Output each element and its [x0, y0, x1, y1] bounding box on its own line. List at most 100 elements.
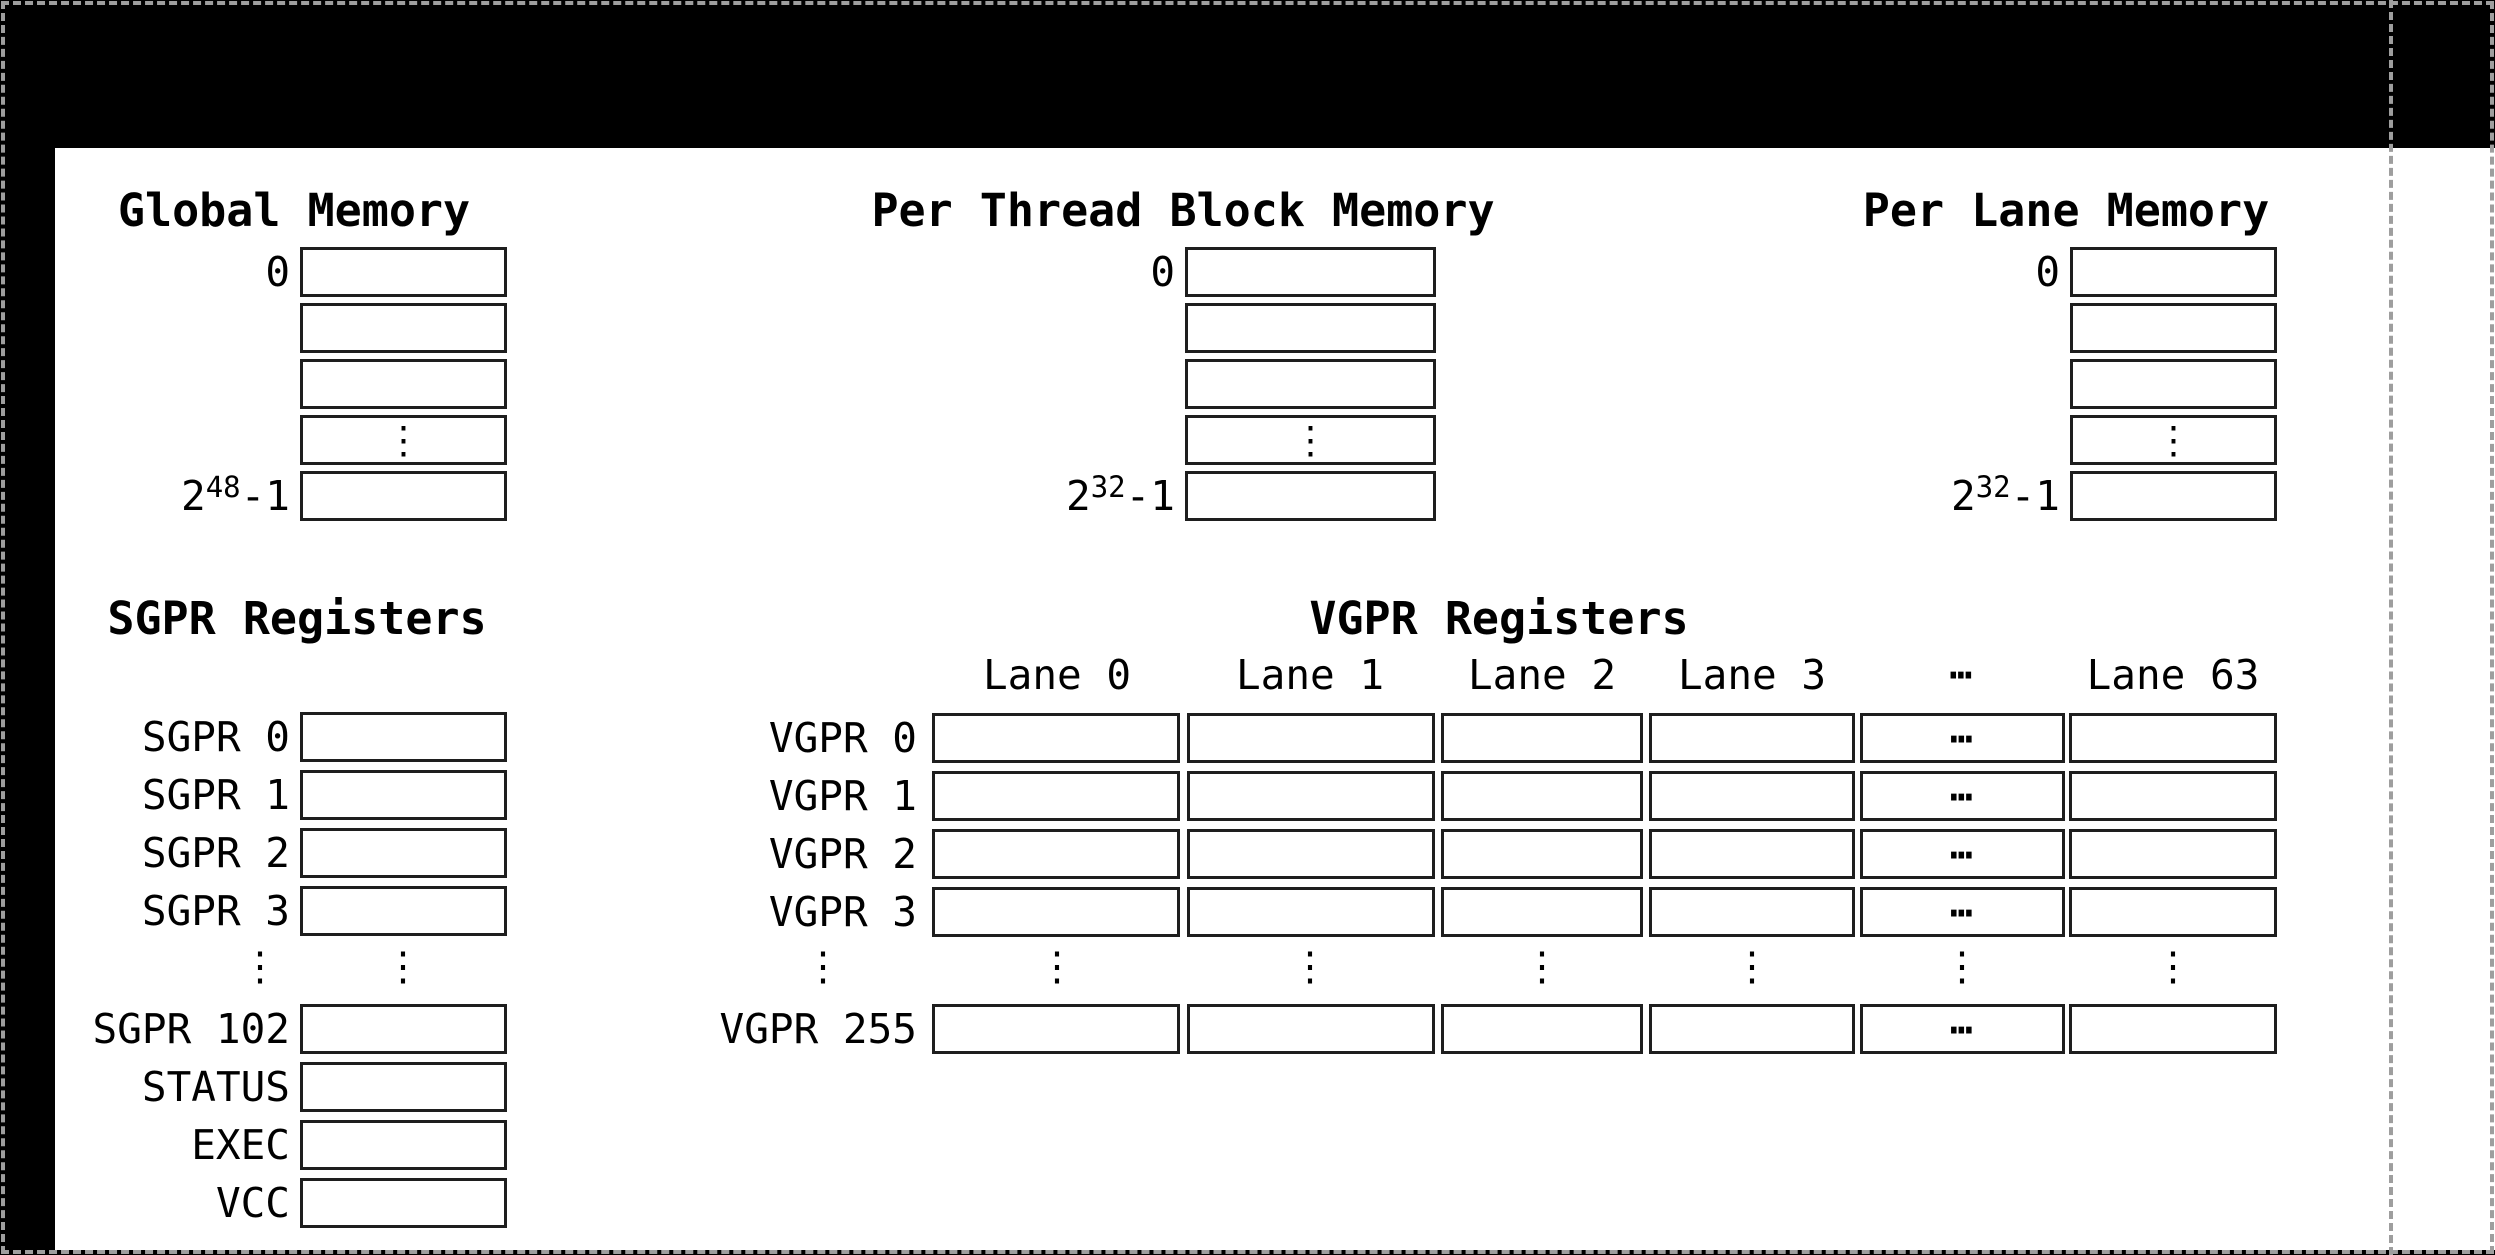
lane-header: Lane 0	[982, 651, 1132, 699]
vgpr-cell	[1649, 771, 1855, 821]
memory-cell	[300, 359, 507, 409]
vgpr-cell	[2069, 887, 2277, 937]
vgpr-cell	[2069, 829, 2277, 879]
vgpr-cell	[2069, 1004, 2277, 1054]
vgpr-cell	[932, 771, 1180, 821]
per-thread-block-memory-title: Per Thread Block Memory	[871, 184, 1495, 237]
address-exponent: 48	[205, 469, 241, 504]
vertical-ellipsis: ⋮	[803, 944, 843, 990]
memory-cell	[1185, 359, 1436, 409]
sgpr-title: SGPR Registers	[107, 592, 487, 645]
vertical-ellipsis: ⋮	[1290, 944, 1330, 990]
vgpr-cell	[1187, 887, 1435, 937]
lane-header: Lane 2	[1467, 651, 1617, 699]
vertical-ellipsis: ⋮	[240, 944, 280, 990]
vgpr-cell-ellipsis: ⋯	[1860, 771, 2065, 821]
vgpr-cell	[932, 829, 1180, 879]
memory-cell	[1185, 471, 1436, 521]
global-memory-title: Global Memory	[117, 184, 471, 237]
vgpr-cell	[1187, 713, 1435, 763]
vgpr-cell	[1441, 829, 1643, 879]
memory-cell-ellipsis: ⋮	[2070, 415, 2277, 465]
vgpr-cell-ellipsis: ⋯	[1860, 1004, 2065, 1054]
vgpr-cell	[1441, 713, 1643, 763]
memory-cell	[2070, 303, 2277, 353]
register-cell	[300, 1120, 507, 1170]
vgpr-label: VGPR 0	[768, 714, 917, 762]
address-base: 2	[1951, 472, 1976, 520]
address-suffix: -1	[240, 472, 290, 520]
vgpr-cell	[1441, 887, 1643, 937]
vertical-ellipsis: ⋮	[2153, 944, 2193, 990]
lane-header: Lane 1	[1235, 651, 1385, 699]
sgpr-label: SGPR 2	[141, 829, 290, 877]
memory-cell	[1185, 247, 1436, 297]
vgpr-cell	[1187, 771, 1435, 821]
vgpr-cell	[1649, 829, 1855, 879]
vgpr-cell	[932, 713, 1180, 763]
address-suffix: -1	[1125, 472, 1175, 520]
memory-cell	[300, 471, 507, 521]
address-label-first: 0	[1150, 248, 1175, 296]
sgpr-label: SGPR 0	[141, 713, 290, 761]
register-cell	[300, 1062, 507, 1112]
vertical-ellipsis: ⋮	[383, 944, 423, 990]
vgpr-cell	[1649, 1004, 1855, 1054]
sgpr-label: SGPR 1	[141, 771, 290, 819]
address-exponent: 32	[1090, 469, 1126, 504]
memory-cell	[2070, 359, 2277, 409]
vgpr-title: VGPR Registers	[1309, 592, 1689, 645]
address-label-first: 0	[2035, 248, 2060, 296]
memory-cell	[300, 247, 507, 297]
vgpr-cell	[2069, 771, 2277, 821]
sgpr-label: VCC	[215, 1179, 290, 1227]
address-label-first: 0	[265, 248, 290, 296]
sgpr-label: EXEC	[191, 1121, 290, 1169]
vertical-ellipsis: ⋮	[1037, 944, 1077, 990]
vgpr-cell	[1649, 713, 1855, 763]
memory-cell	[300, 303, 507, 353]
lane-header: Lane 3	[1677, 651, 1827, 699]
vgpr-cell	[1187, 1004, 1435, 1054]
register-cell	[300, 886, 507, 936]
memory-cell-ellipsis: ⋮	[1185, 415, 1436, 465]
vgpr-label: VGPR 255	[719, 1005, 917, 1053]
vgpr-cell	[1441, 1004, 1643, 1054]
vgpr-cell	[932, 887, 1180, 937]
vgpr-label: VGPR 3	[768, 888, 917, 936]
register-cell	[300, 770, 507, 820]
address-suffix: -1	[2010, 472, 2060, 520]
lane-header-ellipsis: ⋯	[1949, 652, 1975, 696]
memory-cell-ellipsis: ⋮	[300, 415, 507, 465]
address-base: 2	[181, 472, 206, 520]
memory-cell	[1185, 303, 1436, 353]
vgpr-cell	[1441, 771, 1643, 821]
lane-header: Lane 63	[2086, 651, 2260, 699]
vgpr-cell	[932, 1004, 1180, 1054]
sgpr-label: SGPR 102	[92, 1005, 290, 1053]
vertical-ellipsis: ⋮	[1522, 944, 1562, 990]
vgpr-cell-ellipsis: ⋯	[1860, 713, 2065, 763]
vgpr-cell	[1187, 829, 1435, 879]
sgpr-label: SGPR 3	[141, 887, 290, 935]
vgpr-label: VGPR 1	[768, 772, 917, 820]
address-exponent: 32	[1975, 469, 2011, 504]
per-lane-memory-title: Per Lane Memory	[1862, 184, 2270, 237]
memory-cell	[2070, 247, 2277, 297]
vertical-ellipsis: ⋮	[1942, 944, 1982, 990]
vgpr-cell	[1649, 887, 1855, 937]
memory-cell	[2070, 471, 2277, 521]
vgpr-cell-ellipsis: ⋯	[1860, 829, 2065, 879]
vgpr-cell-ellipsis: ⋯	[1860, 887, 2065, 937]
vertical-ellipsis: ⋮	[1732, 944, 1772, 990]
address-base: 2	[1066, 472, 1091, 520]
vgpr-label: VGPR 2	[768, 830, 917, 878]
vgpr-cell	[2069, 713, 2277, 763]
register-cell	[300, 828, 507, 878]
register-cell	[300, 1004, 507, 1054]
register-cell	[300, 1178, 507, 1228]
